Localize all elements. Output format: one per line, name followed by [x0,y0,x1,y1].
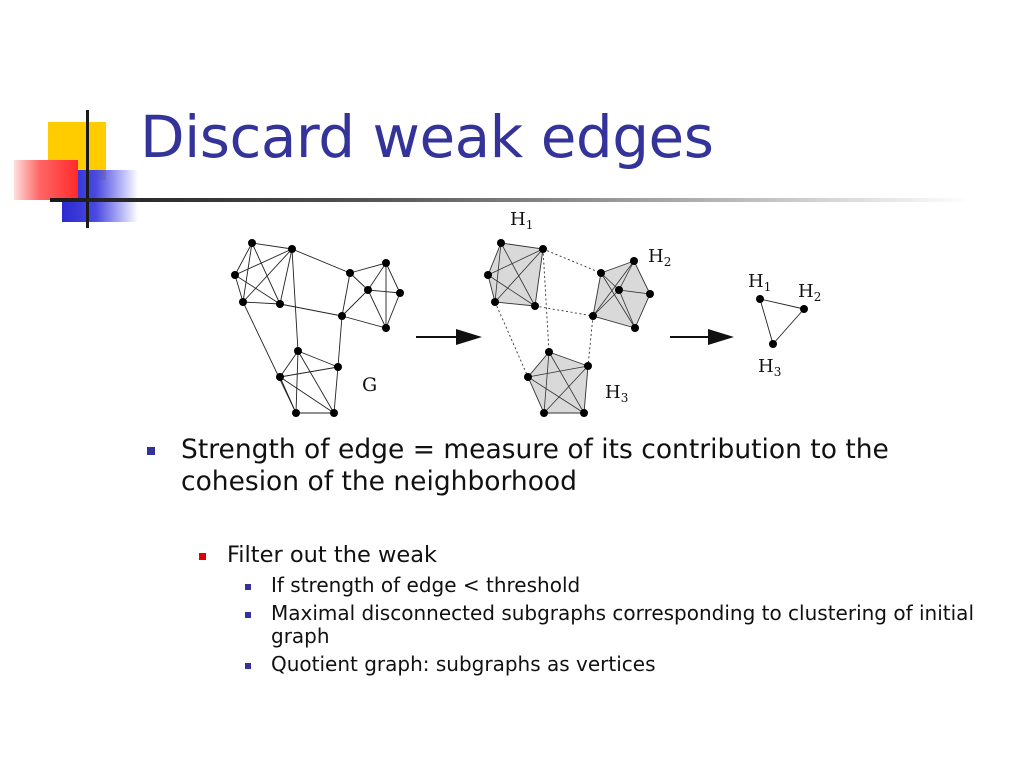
arrow-icon [670,329,734,345]
cluster-internal-edges [487,242,651,414]
graph-clustering-diagram: G [231,209,821,417]
bullet-level3: Quotient graph: subgraphs as vertices [241,653,975,676]
cluster-label-h2: H2 [648,246,671,269]
bullet-level1: Strength of edge = measure of its contri… [145,434,975,498]
graph-g [234,242,401,414]
bullet-text: Filter out the weak [227,542,438,568]
cluster-label-h1: H1 [510,209,533,232]
quotient-label-h3: H3 [758,356,781,379]
quotient-graph [756,295,808,348]
square-bullet-icon [147,447,155,455]
square-bullet-icon [245,663,251,669]
square-bullet-icon [245,584,251,590]
bullet-text: Maximal disconnected subgraphs correspon… [271,601,974,648]
bullet-level2: Filter out the weak [195,542,975,569]
square-bullet-icon [245,612,251,618]
quotient-label-h1: H1 [748,271,771,294]
cluster-label-h3: H3 [605,382,628,405]
arrow-icon [416,329,482,345]
quotient-label-h2: H2 [798,281,821,304]
graph-label-g: G [362,374,377,396]
bullet-text: Quotient graph: subgraphs as vertices [271,652,656,676]
weak-edges-dotted [494,248,602,378]
square-bullet-icon [199,553,206,560]
cluster-nodes [484,239,654,417]
bullet-level3: If strength of edge < threshold [241,574,975,597]
graph-g-nodes [231,239,404,417]
slide-title: Discard weak edges [140,103,714,171]
bullet-level3: Maximal disconnected subgraphs correspon… [241,602,975,648]
bullet-list: Strength of edge = measure of its contri… [145,434,975,676]
cluster-polygons [487,242,651,414]
deco-vertical-line [86,110,89,228]
title-underline [50,198,970,202]
deco-red-square [14,160,78,200]
bullet-text: Strength of edge = measure of its contri… [181,434,889,497]
bullet-text: If strength of edge < threshold [271,573,581,597]
